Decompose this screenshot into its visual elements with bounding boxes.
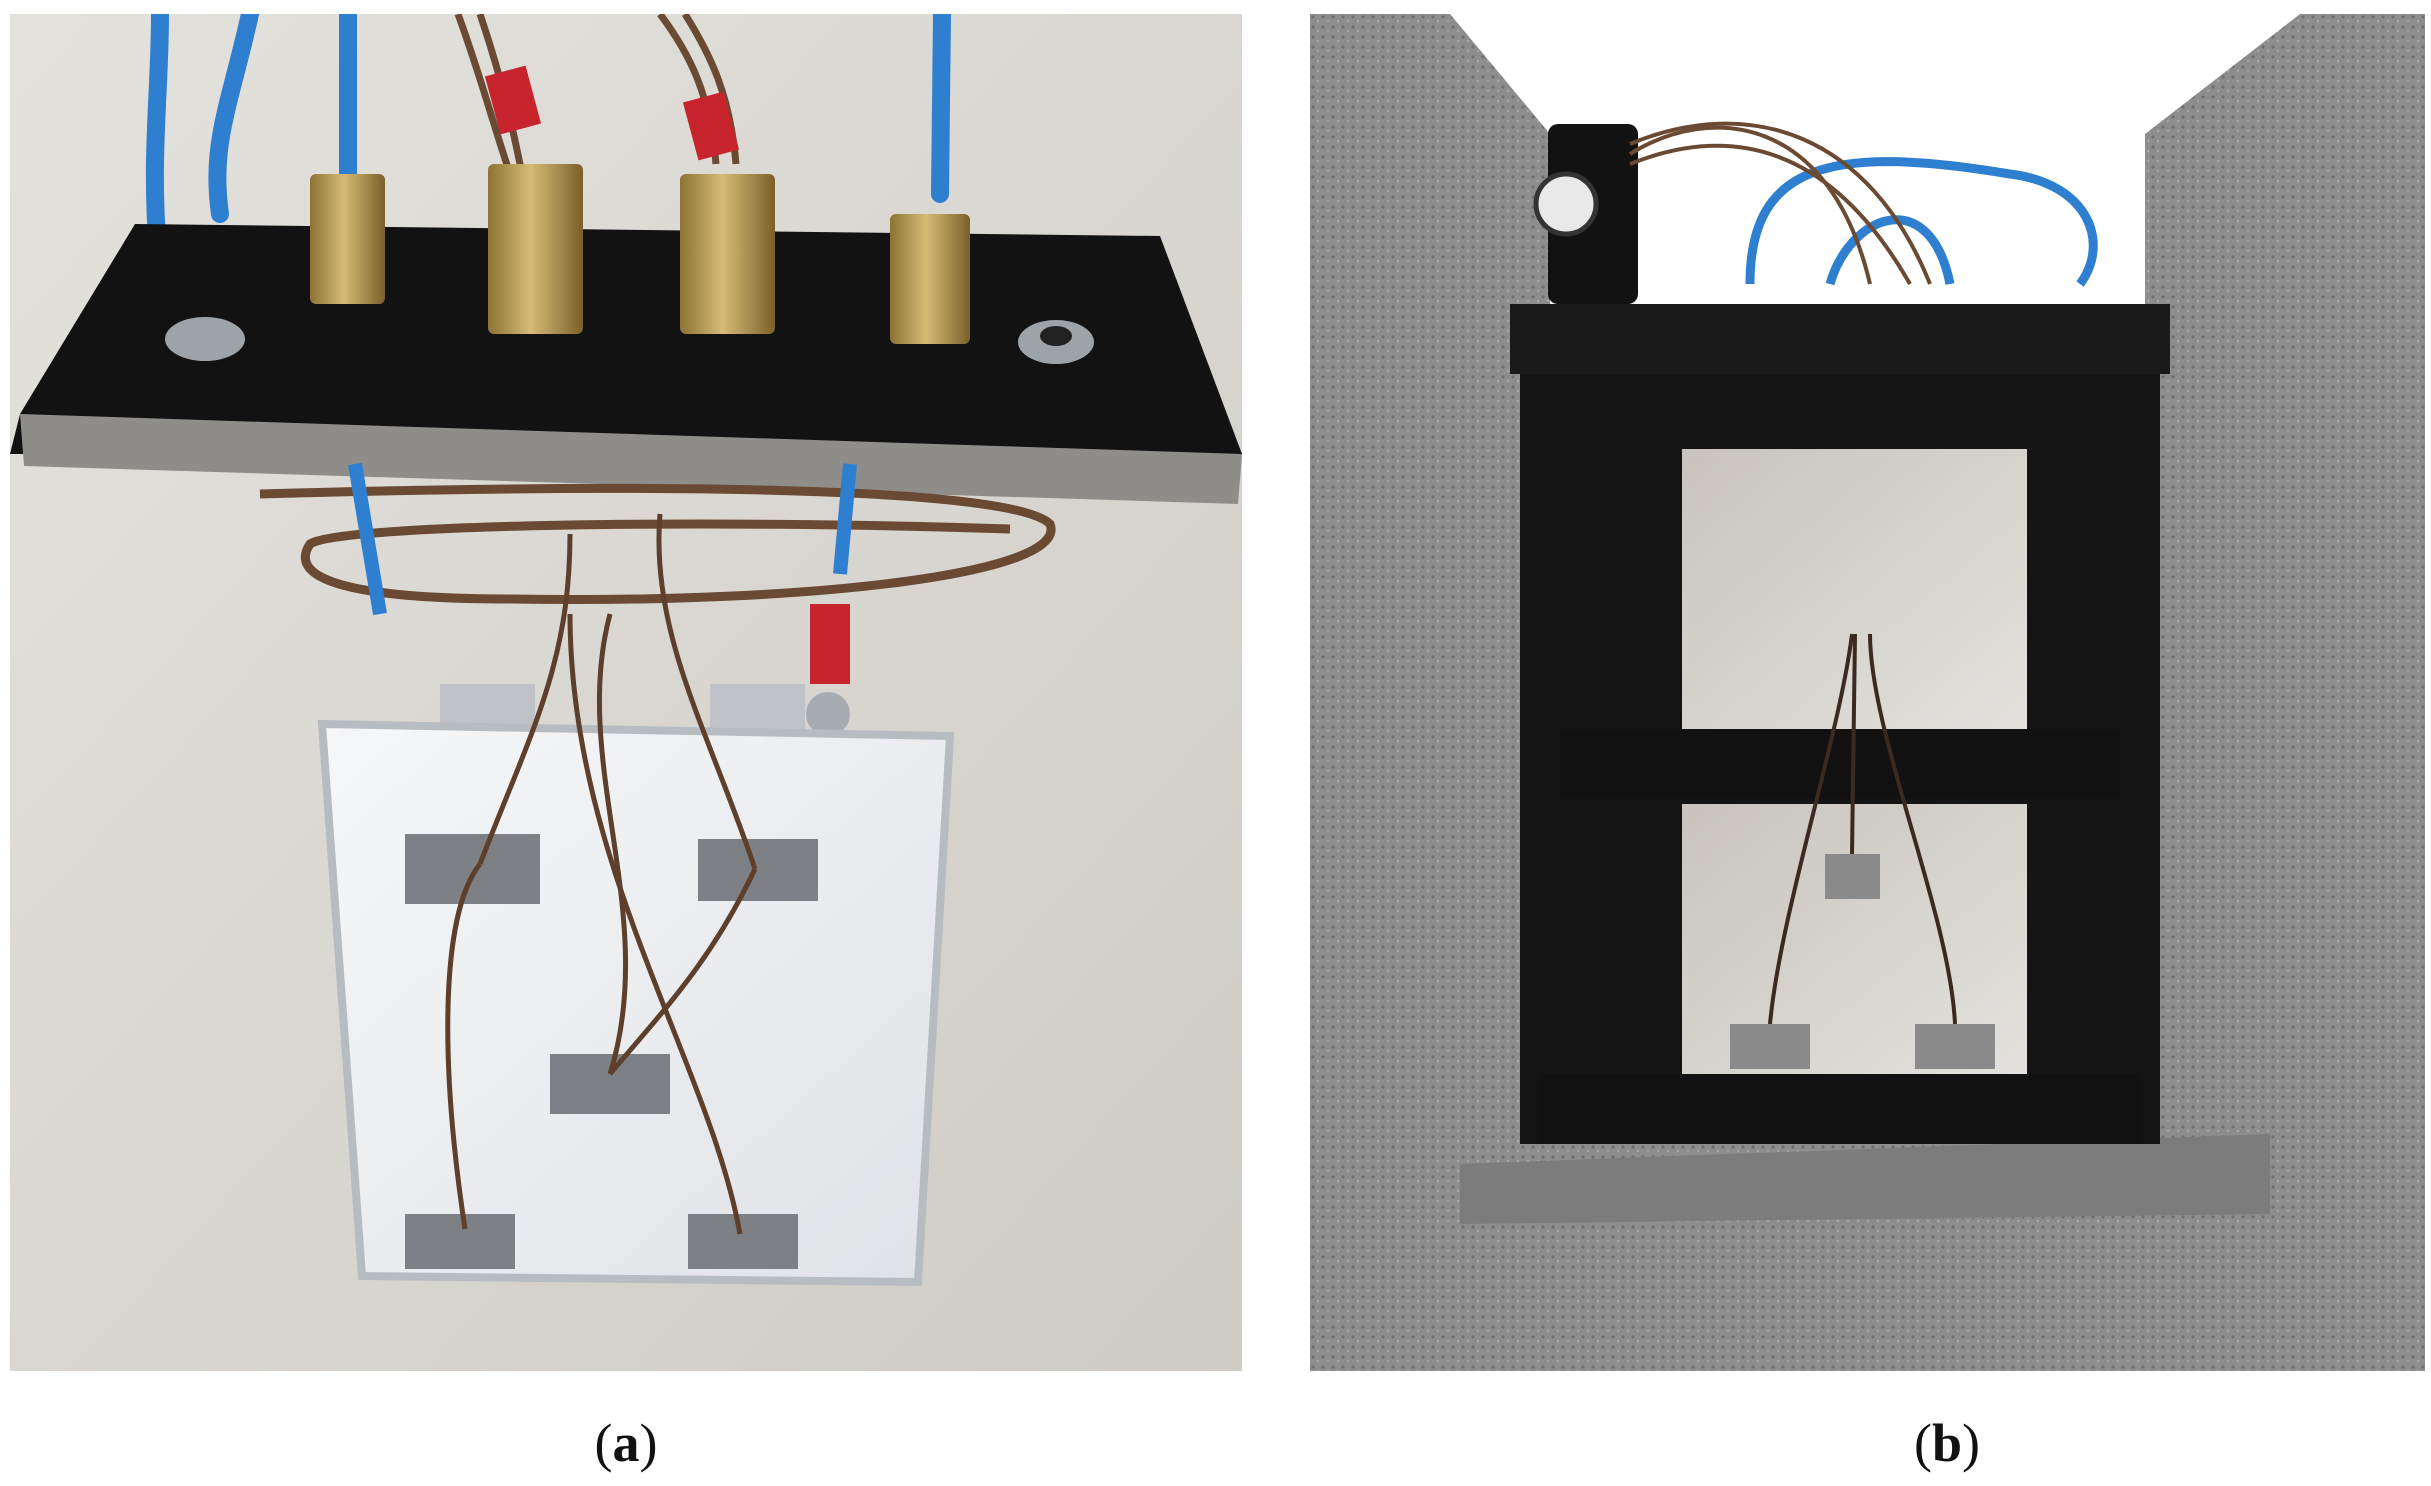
top-hoses — [1745, 157, 2098, 287]
photo-b-illustration — [1310, 14, 2425, 1371]
caption-b-open: ( — [1913, 1413, 1932, 1473]
brass-fittings — [310, 164, 970, 344]
brown-wire-loop — [259, 483, 1056, 605]
top-wires — [1628, 121, 1932, 285]
frame-top-bar — [1510, 304, 2170, 374]
pouch-cell — [317, 719, 955, 1287]
blue-tubes-below — [348, 462, 857, 616]
caption-b-label: b — [1931, 1413, 1963, 1473]
red-tag-right — [682, 91, 740, 161]
frame-bottom-bar — [1540, 1074, 2140, 1144]
tab-nut — [806, 692, 850, 736]
photo-panel-b — [1310, 14, 2425, 1371]
red-tag-left — [484, 65, 542, 135]
photo-panel-a — [10, 14, 1242, 1371]
window-wires — [1768, 633, 1957, 1025]
foam-block-right — [2145, 14, 2425, 1204]
thermocouple-tape-patches — [405, 834, 818, 1269]
caption-a-close: ) — [639, 1413, 658, 1473]
caption-b: (b) — [1847, 1412, 2047, 1474]
caption-a-label: a — [612, 1413, 640, 1473]
blue-tubes-top — [145, 14, 951, 263]
red-tape-lead — [810, 604, 850, 684]
frame-middle-bar — [1560, 729, 2120, 799]
pressure-gauge — [1533, 171, 1599, 237]
mounting-plate-edge — [20, 414, 1242, 504]
thermocouple-wires — [445, 513, 758, 1235]
window-tape-patches — [1730, 854, 1995, 1069]
caption-a-open: ( — [594, 1413, 613, 1473]
open-port — [1040, 326, 1072, 346]
foam-ledge — [1460, 1134, 2270, 1224]
caption-b-close: ) — [1962, 1413, 1980, 1473]
foam-block-left — [1310, 14, 1550, 1214]
caption-a: (a) — [526, 1412, 726, 1474]
photo-a-illustration — [10, 14, 1242, 1371]
